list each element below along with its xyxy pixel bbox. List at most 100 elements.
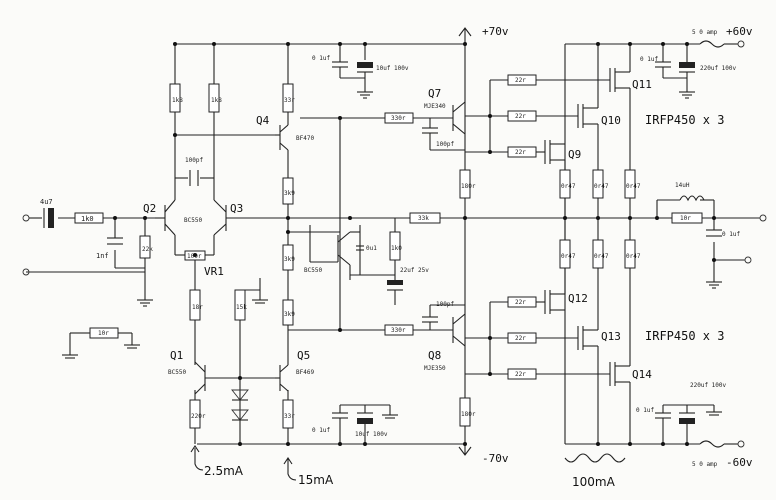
res-15k	[234, 289, 246, 321]
cap-zobel	[706, 229, 722, 289]
q2-transistor-icon	[164, 199, 176, 236]
decoupling-bot	[332, 404, 398, 444]
mosfet-note-top: IRFP450 x 3	[645, 113, 724, 127]
fuse-neg-label: 5 0 amp	[692, 461, 718, 468]
res-1k8-a	[169, 83, 181, 113]
q1-part: BC550	[168, 369, 186, 376]
out-caps-top	[655, 44, 695, 99]
res-1k8-b-label: 1k8	[211, 97, 222, 104]
out-caps-bot	[655, 404, 722, 444]
inductor-label: 14uH	[675, 182, 690, 189]
cap-rf-label: 1nf	[96, 252, 109, 260]
res-22k	[139, 235, 151, 259]
res-gate-6	[507, 368, 537, 380]
q1-transistor-icon	[194, 361, 206, 395]
res-3k9-c	[282, 299, 294, 326]
cap-zobel-label: 0 1uf	[722, 231, 740, 238]
q11-label: Q11	[632, 78, 652, 91]
res-3k9-a	[282, 177, 294, 205]
speaker-terminal-icon	[759, 214, 767, 222]
res-gate-6-label: 22r	[515, 371, 526, 378]
res-input-label: 1k0	[81, 215, 94, 223]
res-3k9-c-label: 3k9	[284, 311, 295, 318]
res-220r-label: 220r	[191, 413, 206, 420]
res-220r	[189, 399, 201, 429]
res-10r-fb-label: 10r	[98, 330, 109, 337]
current-arrow-q1-icon	[190, 445, 204, 471]
res-gate-4-label: 22r	[515, 299, 526, 306]
fuse-pos-label: 5 0 amp	[692, 29, 718, 36]
res-source-6-label: 0r47	[626, 253, 641, 260]
neg-rail-label: -70v	[482, 452, 509, 465]
decoupling-top	[332, 44, 373, 99]
q2-part: BC550	[184, 217, 202, 224]
res-1k8-b	[208, 83, 220, 113]
q12-mosfet-icon	[544, 290, 565, 314]
res-gate-3-label: 22r	[515, 149, 526, 156]
res-180r-b	[459, 397, 471, 427]
annot-i-out: 100mA	[572, 475, 616, 489]
res-zobel-label: 10r	[680, 215, 691, 222]
q1-label: Q1	[170, 349, 183, 362]
res-source-1	[559, 169, 571, 199]
cap-100pf-q8-label: 100pf	[436, 301, 454, 308]
cap-vbe-label: 0u1	[366, 245, 377, 252]
res-gate-4	[507, 296, 537, 308]
out-pos-label: +60v	[726, 25, 753, 38]
res-18r	[189, 289, 201, 321]
cap-22u-label: 22uf 25v	[400, 267, 429, 274]
vas-wires	[287, 44, 385, 444]
res-gate-3	[507, 146, 537, 158]
res-3k9-b-label: 3k9	[284, 256, 295, 263]
current-arrow-q5-icon	[283, 457, 297, 481]
q10-label: Q10	[601, 114, 621, 127]
cap-out-neg-label: 220uf 100v	[690, 382, 727, 389]
cap-10u-top-label: 10uf 100v	[376, 65, 409, 72]
q8-transistor-icon	[452, 313, 466, 347]
q9-mosfet-icon	[544, 140, 565, 164]
cap-0u1-top-label: 0 1uf	[312, 55, 330, 62]
res-source-2-label: 0r47	[594, 183, 609, 190]
q7-label: Q7	[428, 87, 441, 100]
cap-100pf-q7	[422, 118, 465, 151]
cap-100pf-q8	[422, 304, 465, 330]
cap-0u1-bot-label: 0 1uf	[312, 427, 330, 434]
inductor-icon	[679, 195, 705, 202]
q12-label: Q12	[568, 292, 588, 305]
res-3k9-a-label: 3k9	[284, 190, 295, 197]
res-source-5	[592, 239, 604, 269]
res-18r-label: 18r	[192, 304, 203, 311]
junction-dots	[113, 42, 716, 446]
res-zobel	[671, 212, 703, 224]
cap-rf	[107, 237, 123, 245]
q14-mosfet-icon	[609, 362, 630, 386]
q3-label: Q3	[230, 202, 243, 215]
q7-part: MJE340	[424, 103, 446, 110]
res-180r-a	[459, 169, 471, 199]
res-33k-label: 33k	[418, 215, 429, 222]
res-source-6	[624, 239, 636, 269]
res-180r-a-label: 180r	[461, 183, 476, 190]
res-22k-label: 22k	[142, 246, 153, 253]
q11-mosfet-icon	[609, 68, 630, 92]
res-1k8-a-label: 1k8	[172, 97, 183, 104]
q5-transistor-icon	[275, 364, 289, 392]
out-neg-label: -60v	[726, 456, 753, 469]
q14-label: Q14	[632, 368, 652, 381]
pos-rail-label: +70v	[482, 25, 509, 38]
q2-label: Q2	[143, 202, 156, 215]
q4-label: Q4	[256, 114, 270, 127]
res-15k-label: 15k	[236, 304, 247, 311]
cap-out-neg-small-label: 0 1uf	[636, 407, 654, 414]
q8-label: Q8	[428, 349, 441, 362]
input-terminal-icon	[22, 214, 30, 222]
fuse-pos	[699, 40, 745, 48]
cap-input-label: 4u7	[40, 198, 53, 206]
cap-input	[43, 208, 54, 228]
q4-transistor-icon	[275, 124, 289, 151]
q13-label: Q13	[601, 330, 621, 343]
res-source-3-label: 0r47	[626, 183, 641, 190]
cap-100pf-q7-label: 100pf	[436, 141, 454, 148]
